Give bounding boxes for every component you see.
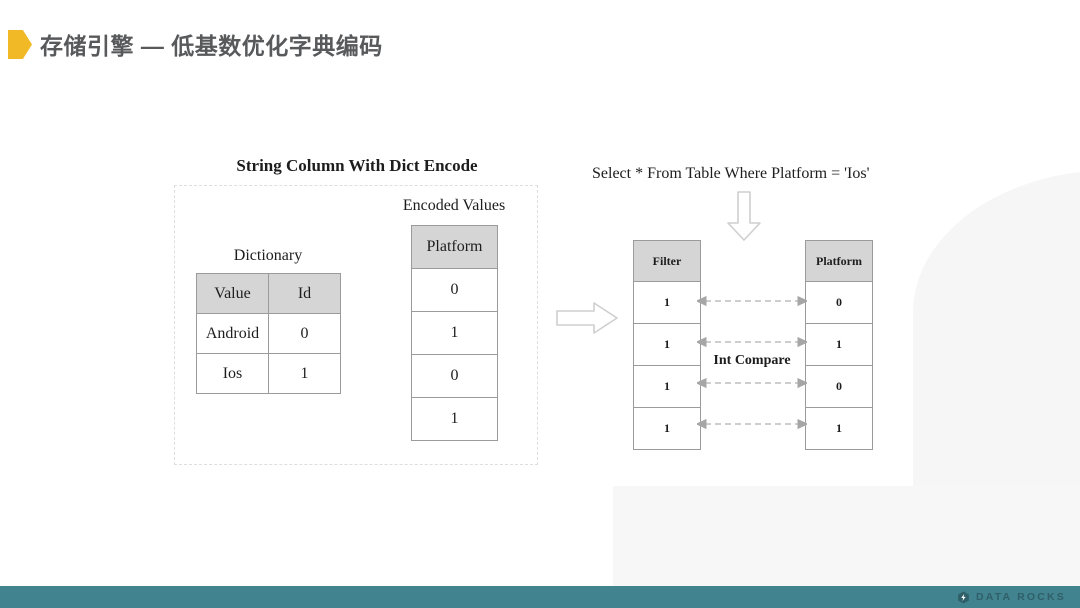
platform-header: Platform [805,240,873,282]
slide-header: 存储引擎 — 低基数优化字典编码 [0,0,1080,84]
brand-text: DATA ROCKS [975,591,1066,603]
compare-arrows-group [697,295,807,430]
encoded-values-table: Platform 0 1 0 1 [411,225,498,441]
encoded-header-platform: Platform [411,225,498,269]
table-row: 0 [411,354,498,398]
arrow-down-block-icon [727,191,761,241]
platform-cell: 1 [805,323,873,366]
dictionary-header-id: Id [268,273,341,314]
table-header-row: Filter [633,240,701,282]
dictionary-header-value: Value [196,273,269,314]
table-row: 1 [633,365,701,408]
decorative-curve-shape [913,170,1080,500]
table-row: 1 [411,397,498,441]
sql-query-text: Select * From Table Where Platform = 'Io… [592,165,870,182]
arrow-right-block-icon [556,302,618,334]
dictionary-cell-id: 1 [268,353,341,394]
table-row: 1 [805,323,873,366]
left-panel-dashed-container [174,185,538,465]
table-row: Ios 1 [196,353,341,394]
table-row: 0 [805,281,873,324]
platform-cell: 0 [805,281,873,324]
encoded-cell: 1 [411,397,498,441]
title-marker-arrow-icon [8,30,32,59]
encoded-cell: 0 [411,268,498,312]
table-row: 1 [633,407,701,450]
encoded-cell: 1 [411,311,498,355]
table-row: Android 0 [196,313,341,354]
footer-brand: DATA ROCKS [957,586,1066,608]
filter-cell: 1 [633,407,701,450]
dictionary-cell-value: Ios [196,353,269,394]
table-header-row: Platform [411,225,498,269]
platform-table: Platform 0 1 0 1 [805,240,873,450]
filter-cell: 1 [633,365,701,408]
dictionary-cell-value: Android [196,313,269,354]
dictionary-table: Value Id Android 0 Ios 1 [196,273,341,394]
left-panel-heading: String Column With Dict Encode [236,156,478,175]
page-title: 存储引擎 — 低基数优化字典编码 [40,33,383,59]
platform-cell: 1 [805,407,873,450]
encoded-values-caption: Encoded Values [402,197,506,214]
table-row: 1 [411,311,498,355]
filter-cell: 1 [633,281,701,324]
filter-header: Filter [633,240,701,282]
table-row: 1 [633,281,701,324]
table-header-row: Value Id [196,273,341,314]
platform-cell: 0 [805,365,873,408]
table-header-row: Platform [805,240,873,282]
table-row: 1 [805,407,873,450]
footer-bar: DATA ROCKS [0,586,1080,608]
filter-cell: 1 [633,323,701,366]
encoded-cell: 0 [411,354,498,398]
dictionary-cell-id: 0 [268,313,341,354]
table-row: 0 [411,268,498,312]
table-row: 0 [805,365,873,408]
hexagon-spark-icon [958,590,969,604]
decorative-band-shape [613,486,1080,586]
int-compare-label: Int Compare [713,353,791,368]
filter-table: Filter 1 1 1 1 [633,240,701,450]
table-row: 1 [633,323,701,366]
dictionary-caption: Dictionary [233,247,303,264]
